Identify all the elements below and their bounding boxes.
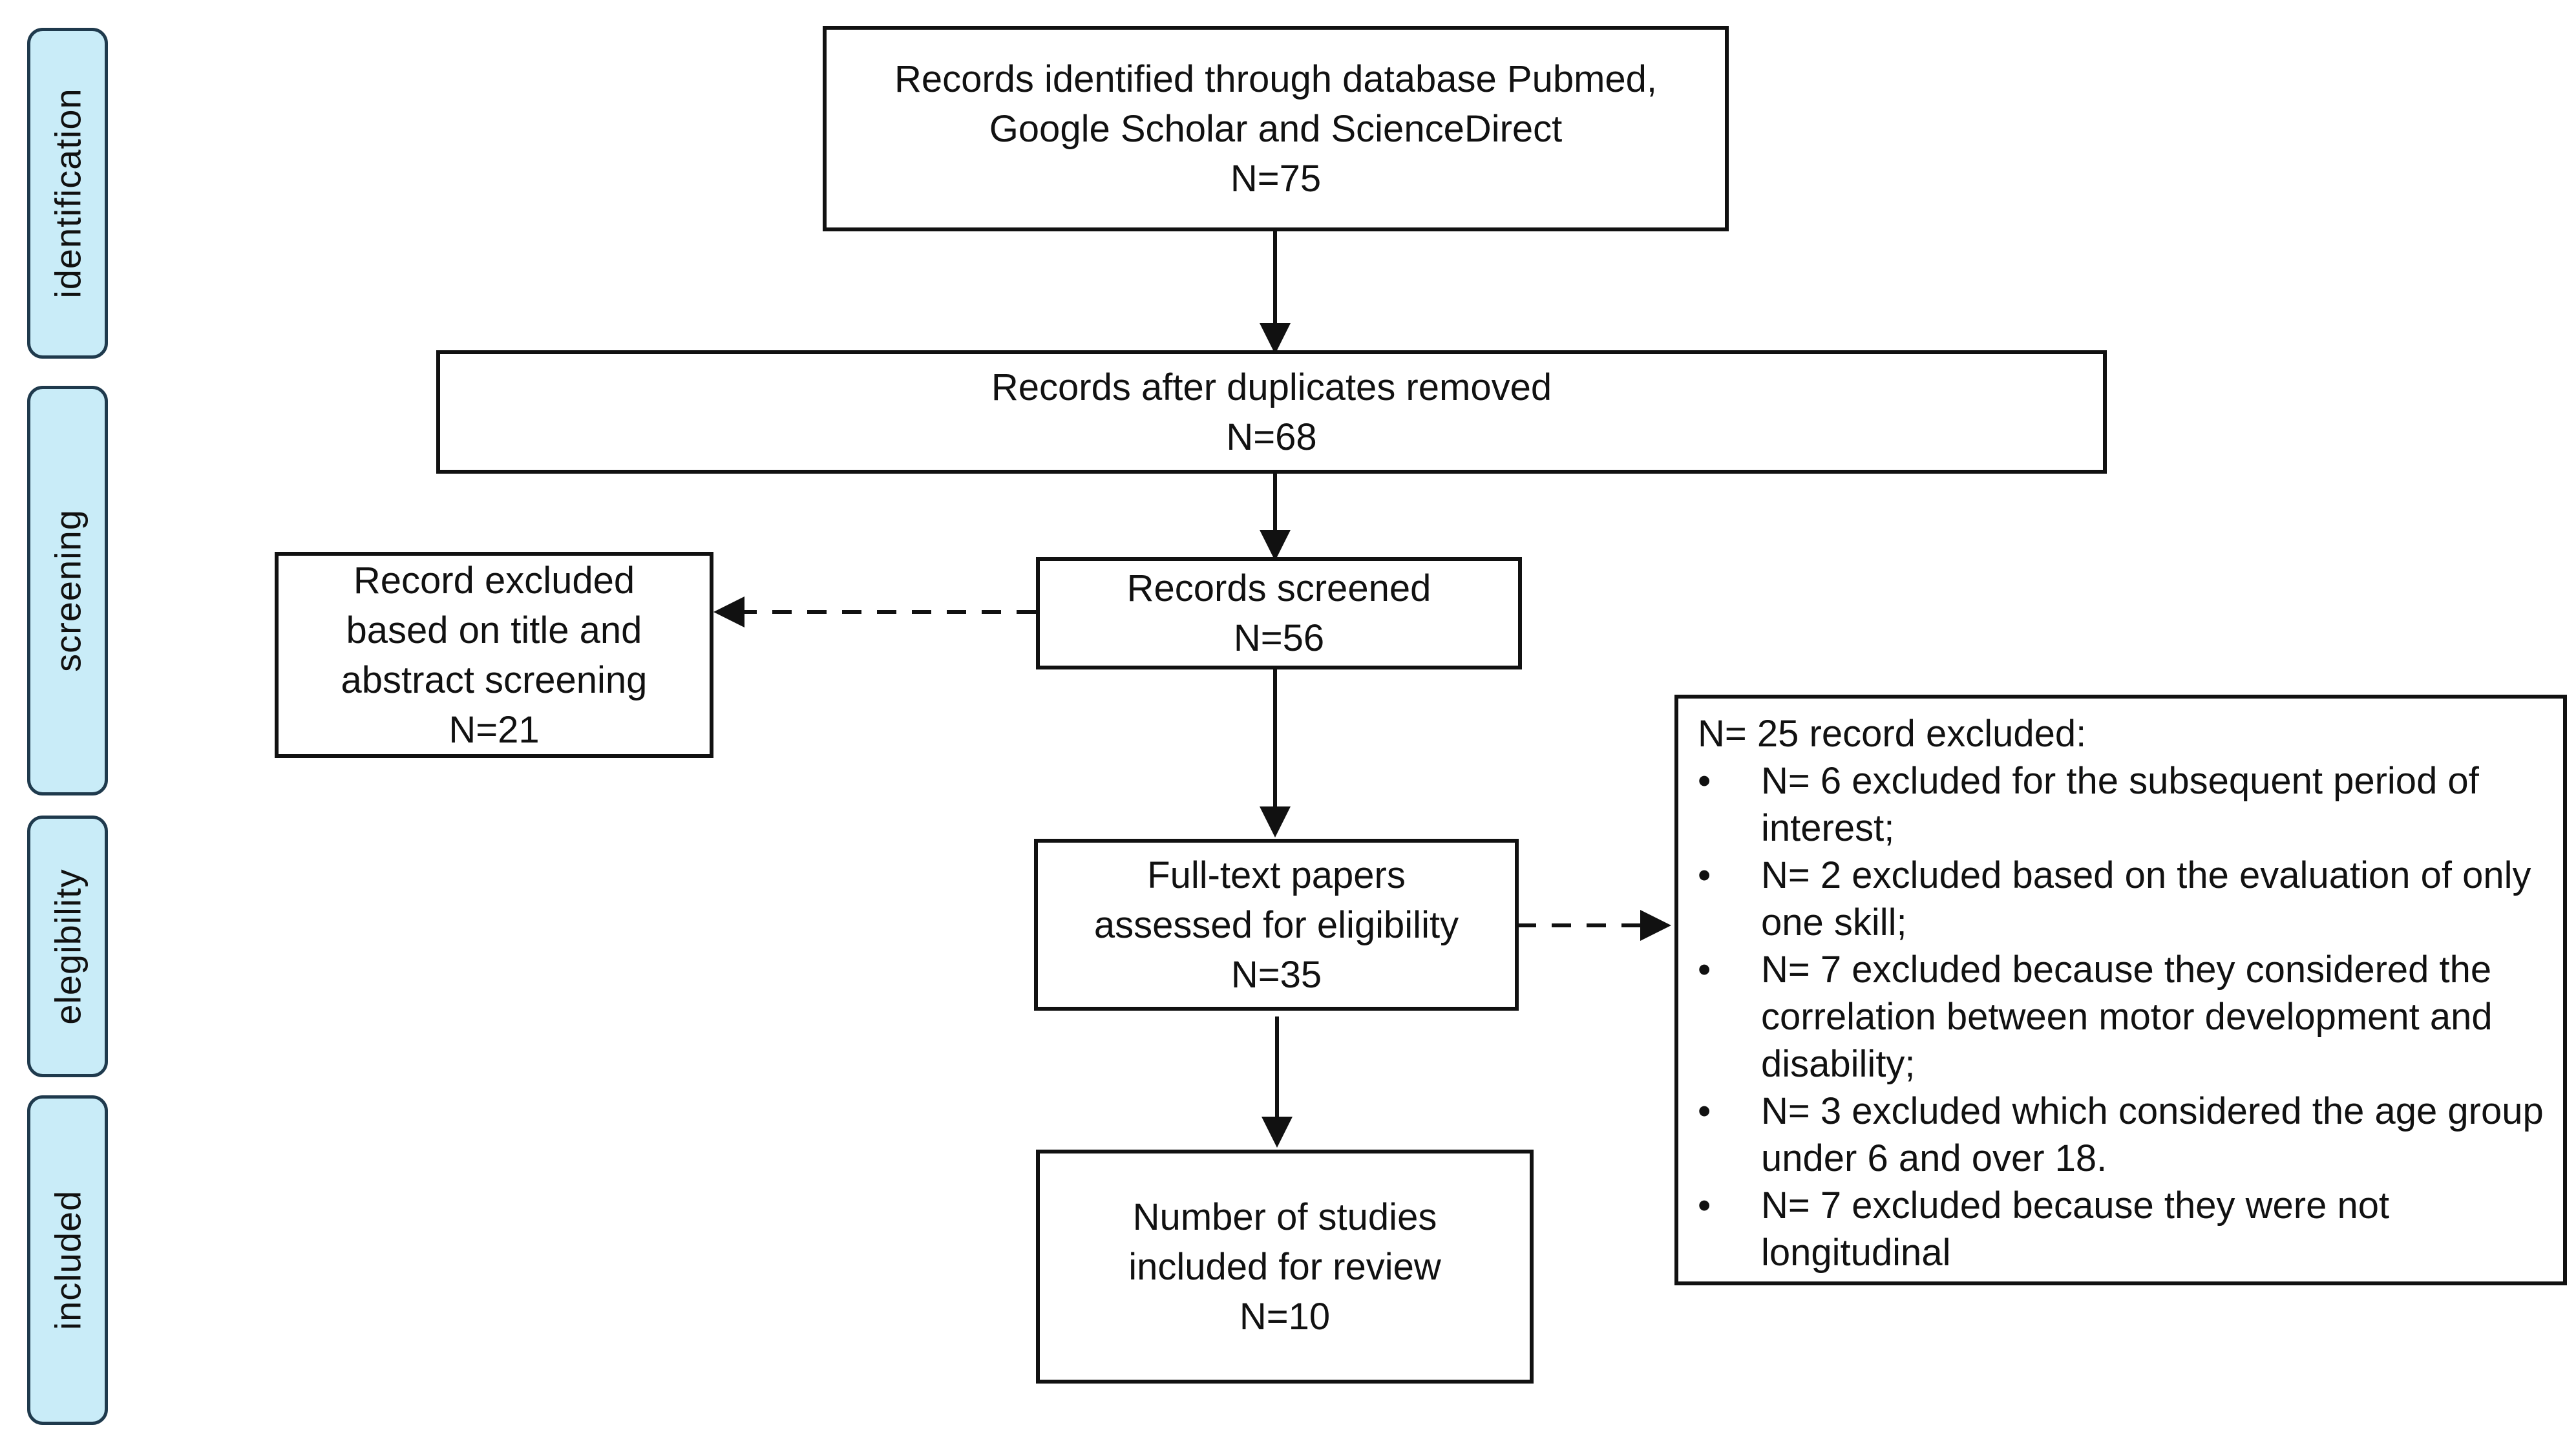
exclusion-item: N= 7 excluded because they were not long… [1698, 1182, 2545, 1276]
box-line: based on title and [346, 609, 642, 651]
box-records-identified: Records identified through database Pubm… [823, 26, 1729, 231]
box-excluded-title-abstract: Record excluded based on title and abstr… [275, 552, 713, 758]
box-count: N=35 [1230, 953, 1322, 996]
box-count: N=21 [449, 708, 540, 751]
exclusions-heading: N= 25 record excluded: [1698, 713, 2087, 755]
box-line: included for review [1128, 1245, 1441, 1288]
exclusion-item: N= 6 excluded for the subsequent period … [1698, 757, 2545, 852]
box-records-screened: Records screened N=56 [1036, 557, 1522, 669]
box-count: N=75 [1230, 157, 1322, 200]
box-line: Full-text papers [1147, 854, 1406, 896]
box-line: Record excluded [353, 559, 635, 602]
phase-screening-label: screening [47, 509, 88, 672]
exclusions-list: N= 6 excluded for the subsequent period … [1698, 757, 2545, 1276]
exclusion-item: N= 7 excluded because they considered th… [1698, 946, 2545, 1088]
phase-eligibility: elegibility [27, 816, 108, 1077]
box-fulltext-assessed: Full-text papers assessed for eligibilit… [1034, 839, 1519, 1011]
phase-included: included [27, 1095, 108, 1425]
box-line: Records after duplicates removed [991, 366, 1552, 408]
phase-screening: screening [27, 386, 108, 795]
box-line: Records screened [1126, 567, 1431, 609]
phase-eligibility-label: elegibility [47, 868, 88, 1025]
exclusion-item: N= 3 excluded which considered the age g… [1698, 1088, 2545, 1182]
phase-included-label: included [47, 1190, 88, 1331]
phase-identification-label: identification [47, 88, 88, 299]
box-studies-included: Number of studies included for review N=… [1036, 1150, 1534, 1384]
phase-identification: identification [27, 28, 108, 359]
box-line: Records identified through database Pubm… [894, 58, 1658, 100]
box-count: N=56 [1233, 617, 1325, 659]
box-duplicates-removed: Records after duplicates removed N=68 [436, 350, 2107, 474]
box-line: Number of studies [1132, 1195, 1437, 1238]
box-line: abstract screening [341, 658, 648, 701]
box-line: assessed for eligibility [1093, 903, 1459, 946]
box-count: N=68 [1226, 416, 1317, 458]
box-fulltext-exclusions: N= 25 record excluded: N= 6 excluded for… [1674, 695, 2567, 1285]
exclusion-item: N= 2 excluded based on the evaluation of… [1698, 852, 2545, 946]
box-line: Google Scholar and ScienceDirect [989, 107, 1563, 150]
box-count: N=10 [1239, 1295, 1331, 1338]
